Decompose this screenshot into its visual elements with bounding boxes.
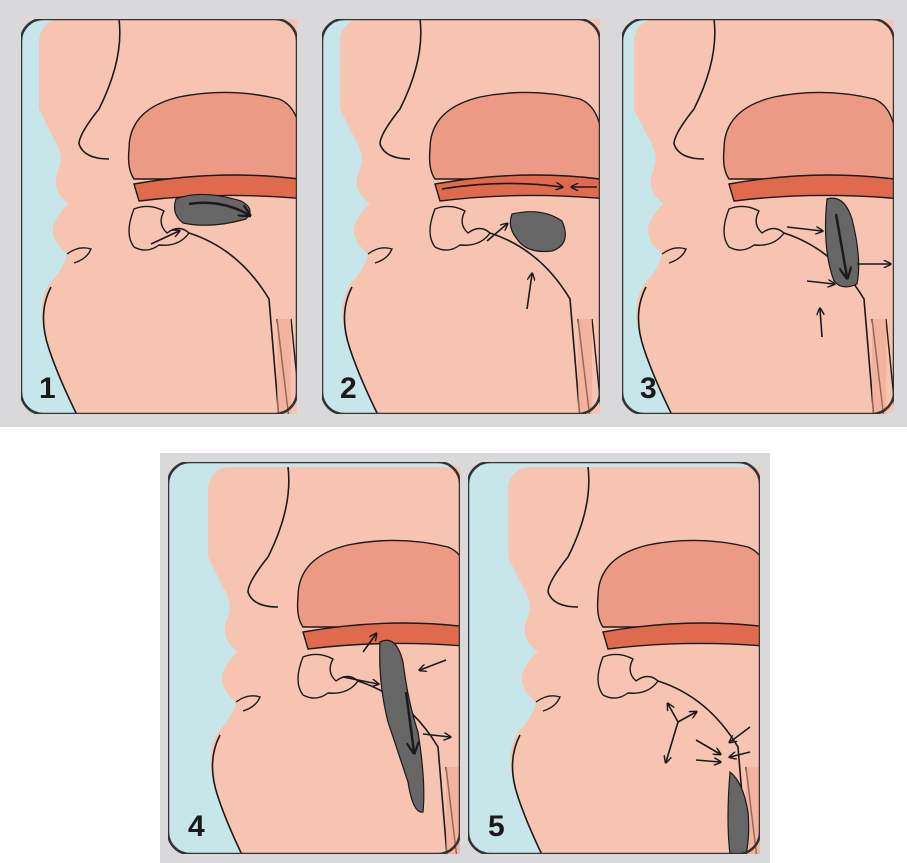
panel-number: 3 <box>640 374 657 404</box>
panel-number: 4 <box>188 812 205 842</box>
panel-4: 4 <box>168 462 460 854</box>
panel-5: 5 <box>468 462 760 854</box>
panel-1: 1 <box>21 19 297 414</box>
panel-number: 2 <box>340 374 357 404</box>
panel-number: 5 <box>488 812 505 842</box>
panel-3: 3 <box>622 19 894 414</box>
panel-2: 2 <box>322 19 600 414</box>
panel-number: 1 <box>39 374 56 404</box>
